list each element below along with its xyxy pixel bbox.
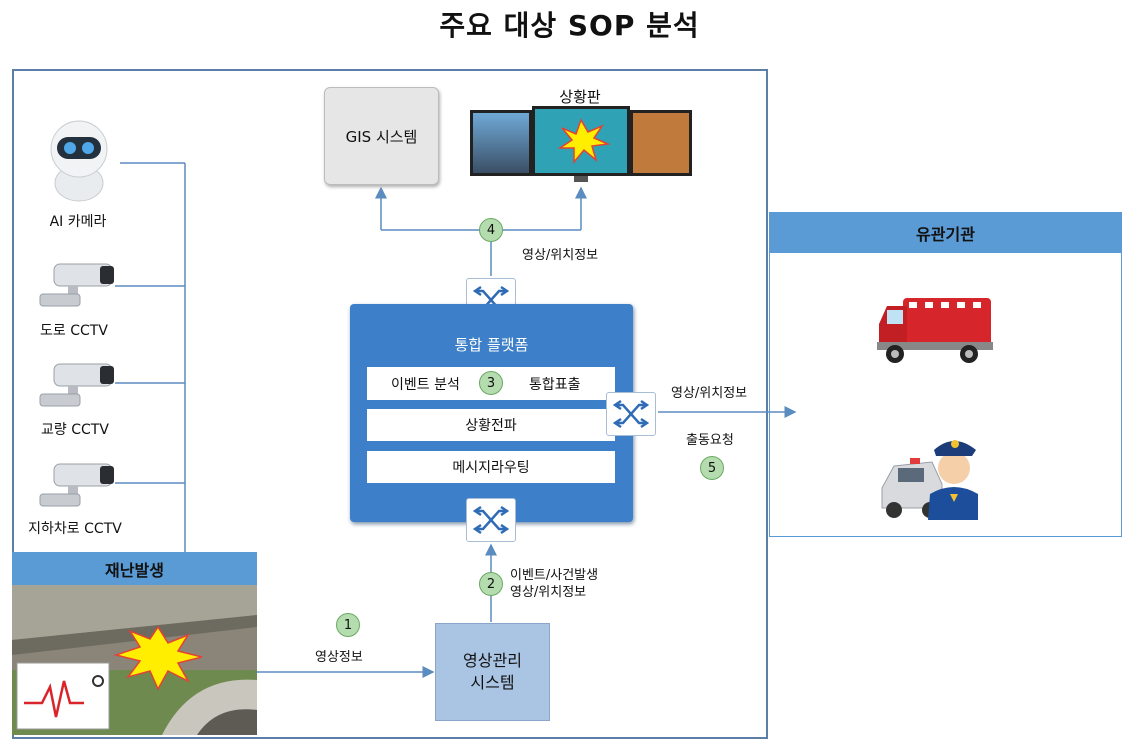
step-4-text: 영상/위치정보 [522,248,599,263]
vms-line1: 영상관리 [463,651,522,670]
step-5-text1: 영상/위치정보 [671,386,748,401]
fire-truck-icon [873,288,995,372]
page-title: 주요 대상 SOP 분석 [439,9,700,42]
event-analysis-label: 이벤트 분석 [391,376,460,393]
integrated-display-label: 통합표출 [529,376,581,393]
agencies-header: 유관기관 [769,212,1122,253]
step-2-badge: 2 [479,572,503,596]
platform-title: 통합 플랫폼 [454,336,529,354]
step-2-text2: 영상/위치정보 [510,585,587,600]
step-5-text2: 출동요청 [686,433,734,448]
step-3-badge: 3 [479,371,503,395]
situation-propagation-label: 상황전파 [465,418,517,434]
monitor-wall-icon [470,106,692,182]
message-routing-label: 메시지라우팅 [452,460,530,476]
step-1-badge: 1 [336,613,360,637]
platform-row-propagation: 상황전파 [367,409,615,441]
vms-line2: 시스템 [470,673,515,692]
ai-camera-icon [48,117,110,203]
disaster-photo [12,585,257,735]
cctv-camera-icon [38,458,118,510]
camera-label-ai: AI 카메라 [49,214,107,230]
police-icon [880,428,980,522]
switch-icon [466,498,516,542]
step-5-badge: 5 [700,456,724,480]
disaster-header: 재난발생 [12,552,257,585]
video-management-system: 영상관리 시스템 [435,623,550,721]
cctv-camera-icon [38,258,118,310]
camera-label-bridge: 교량 CCTV [41,422,109,438]
gis-system-box: GIS 시스템 [324,87,439,185]
switch-icon [606,392,656,436]
camera-label-road: 도로 CCTV [40,323,108,339]
platform-row-routing: 메시지라우팅 [367,451,615,483]
cctv-camera-icon [38,358,118,410]
step-2-text1: 이벤트/사건발생 [510,568,599,583]
system-frame [12,69,768,739]
gis-system-label: GIS 시스템 [345,127,418,146]
step-1-text: 영상정보 [315,650,363,665]
agencies-box [769,253,1122,537]
situation-board-label: 상황판 [559,88,601,106]
camera-label-underpass: 지하차로 CCTV [28,521,122,537]
step-4-badge: 4 [479,218,503,242]
